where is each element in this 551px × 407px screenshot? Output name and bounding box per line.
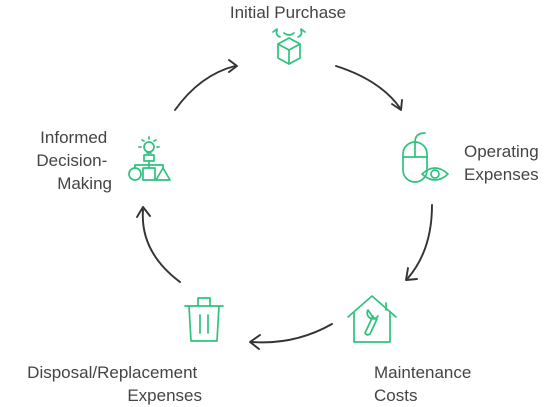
- arrow-maintenance-to-disposal: [249, 323, 333, 350]
- shopping-box-icon: [272, 28, 306, 65]
- arrow-operating-to-maintenance: [405, 204, 433, 281]
- stage-label-maintenance-costs: Maintenance Costs: [374, 363, 476, 405]
- decision-tree-icon: [128, 136, 171, 181]
- house-wrench-icon: [347, 295, 397, 343]
- stage-label-operating-expenses: Operating Expenses: [464, 142, 543, 184]
- arrow-decision-to-purchase: [174, 59, 238, 111]
- stage-label-disposal-replacement: Disposal/Replacement Expenses: [27, 363, 202, 405]
- mouse-eye-icon: [402, 132, 449, 183]
- arrow-disposal-to-decision: [136, 206, 181, 283]
- stage-label-informed-decision: Informed Decision- Making: [36, 128, 112, 193]
- arrow-purchase-to-operating: [335, 65, 403, 111]
- stage-label-initial-purchase: Initial Purchase: [230, 3, 346, 22]
- cycle-arrows: [136, 59, 433, 350]
- trash-can-icon: [184, 297, 224, 342]
